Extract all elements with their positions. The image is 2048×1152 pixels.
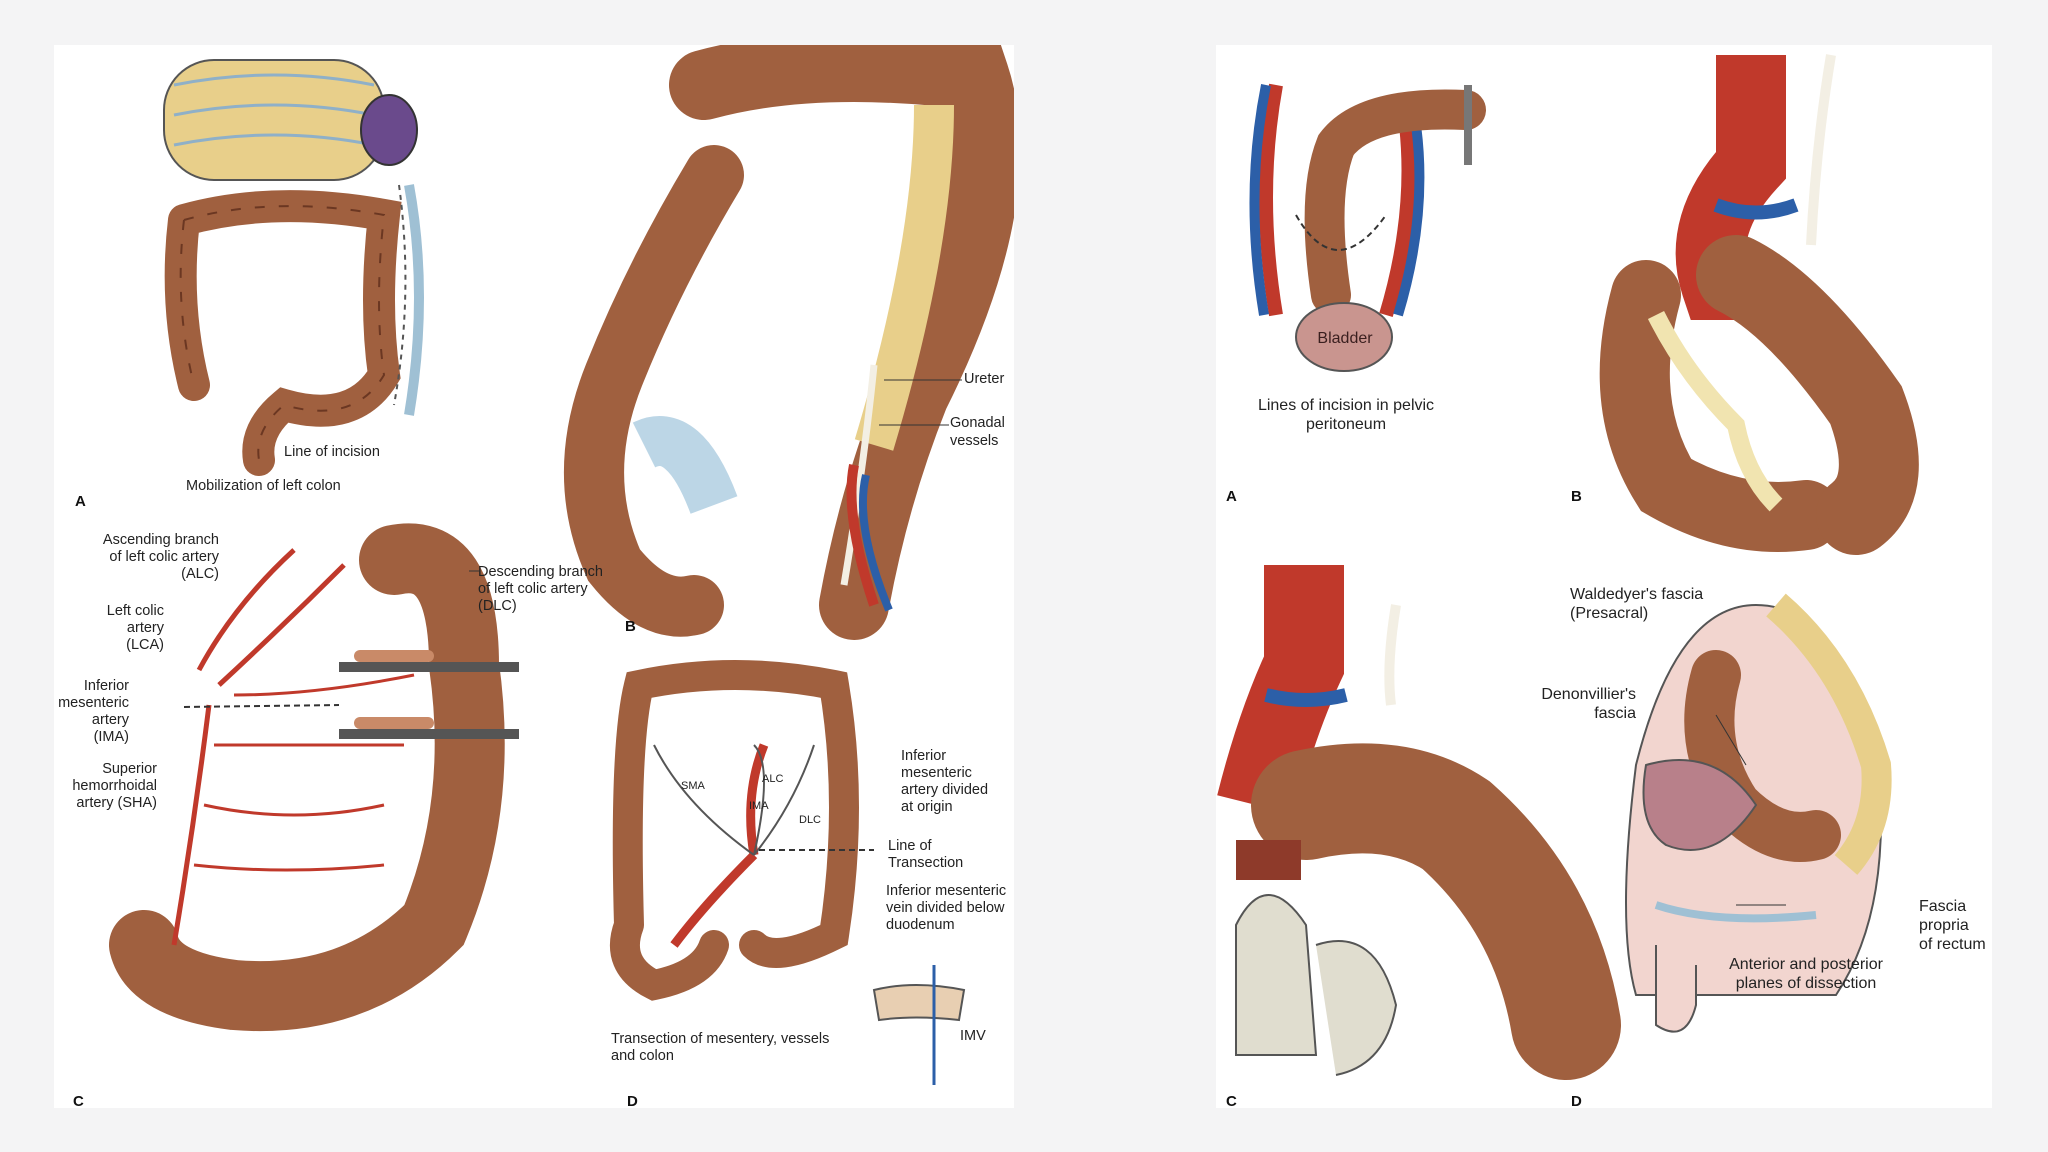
- label-sha-line-2: hemorrhoidal: [72, 778, 157, 794]
- label-imv-divided-line-3: duodenum: [886, 917, 955, 933]
- label-denonvillier-line-2: fascia: [1594, 705, 1636, 722]
- label-waldeyer-line-2: (Presacral): [1570, 605, 1649, 622]
- label-d-alc: ALC: [762, 773, 784, 785]
- right-figure-illustration: [1217, 54, 1919, 1080]
- panel-b-illustration: [564, 45, 1014, 640]
- caption-mobilization-left-colon: Mobilization of left colon: [186, 478, 341, 494]
- caption-transection-line-1: Transection of mesentery, vessels: [611, 1031, 830, 1047]
- label-sha-line-1: Superior: [102, 761, 157, 777]
- panel-d-illustration: [610, 660, 966, 1085]
- label-ima-line-4: (IMA): [93, 729, 129, 745]
- label-ima-line-1: Inferior: [83, 678, 129, 694]
- label-planes-line-2: planes of dissection: [1735, 975, 1877, 992]
- label-ima-divided-line-1: Inferior: [901, 748, 947, 764]
- label-denonvillier-line-1: Denonvillier's: [1541, 686, 1636, 703]
- label-ima-line-3: artery: [91, 712, 129, 728]
- panel-letter-b: B: [625, 618, 636, 635]
- label-sha-line-3: artery (SHA): [76, 795, 157, 811]
- label-dlc-line-3: (DLC): [478, 598, 517, 614]
- panel-letter-d: D: [627, 1093, 638, 1110]
- label-fascia-propria-line-2: propria: [1919, 917, 1969, 934]
- label-alc-line-3: (ALC): [181, 566, 219, 582]
- label-transection-line-2: Transection: [888, 855, 964, 871]
- label-bladder: Bladder: [1317, 330, 1373, 347]
- left-figure-illustration: [109, 45, 1014, 1085]
- label-gonadal-vessels: vessels: [950, 433, 999, 449]
- label-fascia-propria-line-1: Fascia: [1919, 898, 1967, 915]
- panel-c-illustration: [109, 523, 519, 1032]
- label-planes-line-1: Anterior and posterior: [1729, 956, 1883, 973]
- right-panel-letter-c: C: [1226, 1093, 1237, 1110]
- label-ureter: Ureter: [964, 371, 1005, 387]
- right-panel-c-illustration: [1217, 565, 1621, 1080]
- right-panel-d-illustration: [1625, 593, 1892, 1033]
- caption-lines-of-incision-line-1: Lines of incision in pelvic: [1257, 397, 1435, 414]
- label-transection-line-1: Line of: [888, 838, 932, 854]
- right-panel-letter-d: D: [1571, 1093, 1582, 1110]
- label-imv-divided-line-2: vein divided below: [886, 900, 1005, 916]
- label-waldeyer-line-1: Waldedyer's fascia: [1570, 586, 1704, 603]
- right-panel-letter-a: A: [1226, 488, 1237, 505]
- label-lca-line-1: Left colic: [106, 603, 164, 619]
- caption-lines-of-incision-line-2: peritoneum: [1305, 416, 1387, 433]
- caption-transection-line-2: and colon: [611, 1048, 674, 1064]
- left-figure-panel: Line of incision Mobilization of left co…: [54, 45, 1014, 1110]
- panel-letter-a: A: [75, 493, 86, 510]
- label-imv: IMV: [960, 1028, 986, 1044]
- label-dlc-line-1: Descending branch: [478, 564, 603, 580]
- label-ima-line-2: mesenteric: [58, 695, 129, 711]
- right-panel-letter-b: B: [1571, 488, 1582, 505]
- label-lca-line-3: (LCA): [126, 637, 164, 653]
- right-panel-b-illustration: [1599, 54, 1919, 555]
- label-line-of-incision: Line of incision: [284, 444, 380, 460]
- label-dlc-line-2: of left colic artery: [478, 581, 588, 597]
- label-fascia-propria-line-3: of rectum: [1919, 936, 1986, 953]
- label-ima-divided-line-3: artery divided: [901, 782, 989, 798]
- label-alc-line-1: Ascending branch: [102, 532, 219, 548]
- label-gonadal: Gonadal: [950, 415, 1005, 431]
- right-figure-panel: Bladder Lines of incision in pelvic peri…: [1216, 45, 1992, 1110]
- panel-letter-c: C: [73, 1093, 84, 1110]
- label-imv-divided-line-1: Inferior mesenteric: [886, 883, 1007, 899]
- label-ima-divided-line-4: at origin: [901, 799, 953, 815]
- label-lca-line-2: artery: [126, 620, 164, 636]
- label-alc-line-2: of left colic artery: [109, 549, 219, 565]
- label-d-sma: SMA: [681, 780, 705, 792]
- label-ima-divided-line-2: mesenteric: [901, 765, 972, 781]
- label-d-ima: IMA: [749, 800, 769, 812]
- label-d-dlc: DLC: [799, 814, 822, 826]
- right-panel-a-illustration: [1249, 83, 1486, 372]
- panel-a-illustration: [163, 59, 424, 476]
